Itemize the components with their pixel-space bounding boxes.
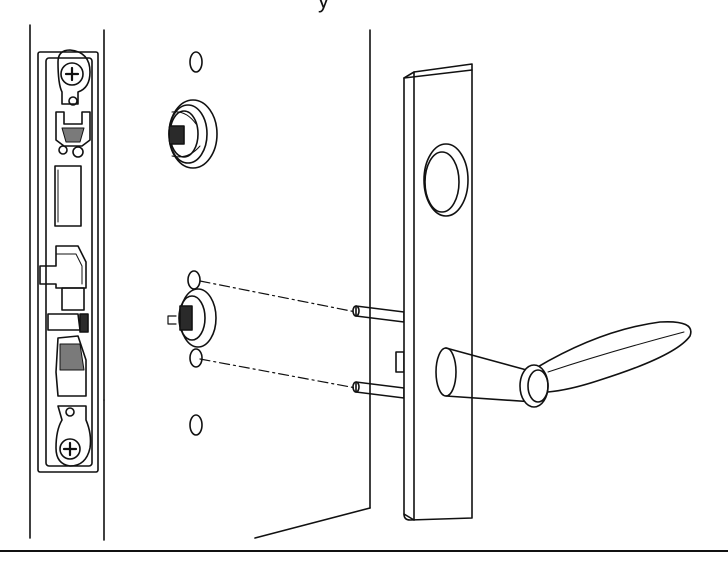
door-face-holes (167, 51, 218, 436)
caption-fragment: y (318, 0, 329, 13)
door-outline (29, 24, 371, 541)
bottom-rule (0, 550, 728, 552)
escutcheon-plate (403, 63, 473, 521)
mortise-lock-body (37, 49, 99, 473)
alignment-guides (199, 280, 357, 389)
hub-hole (167, 288, 217, 348)
cylinder-hole (168, 99, 218, 169)
lever-handle (435, 320, 692, 408)
mounting-posts (352, 305, 405, 399)
